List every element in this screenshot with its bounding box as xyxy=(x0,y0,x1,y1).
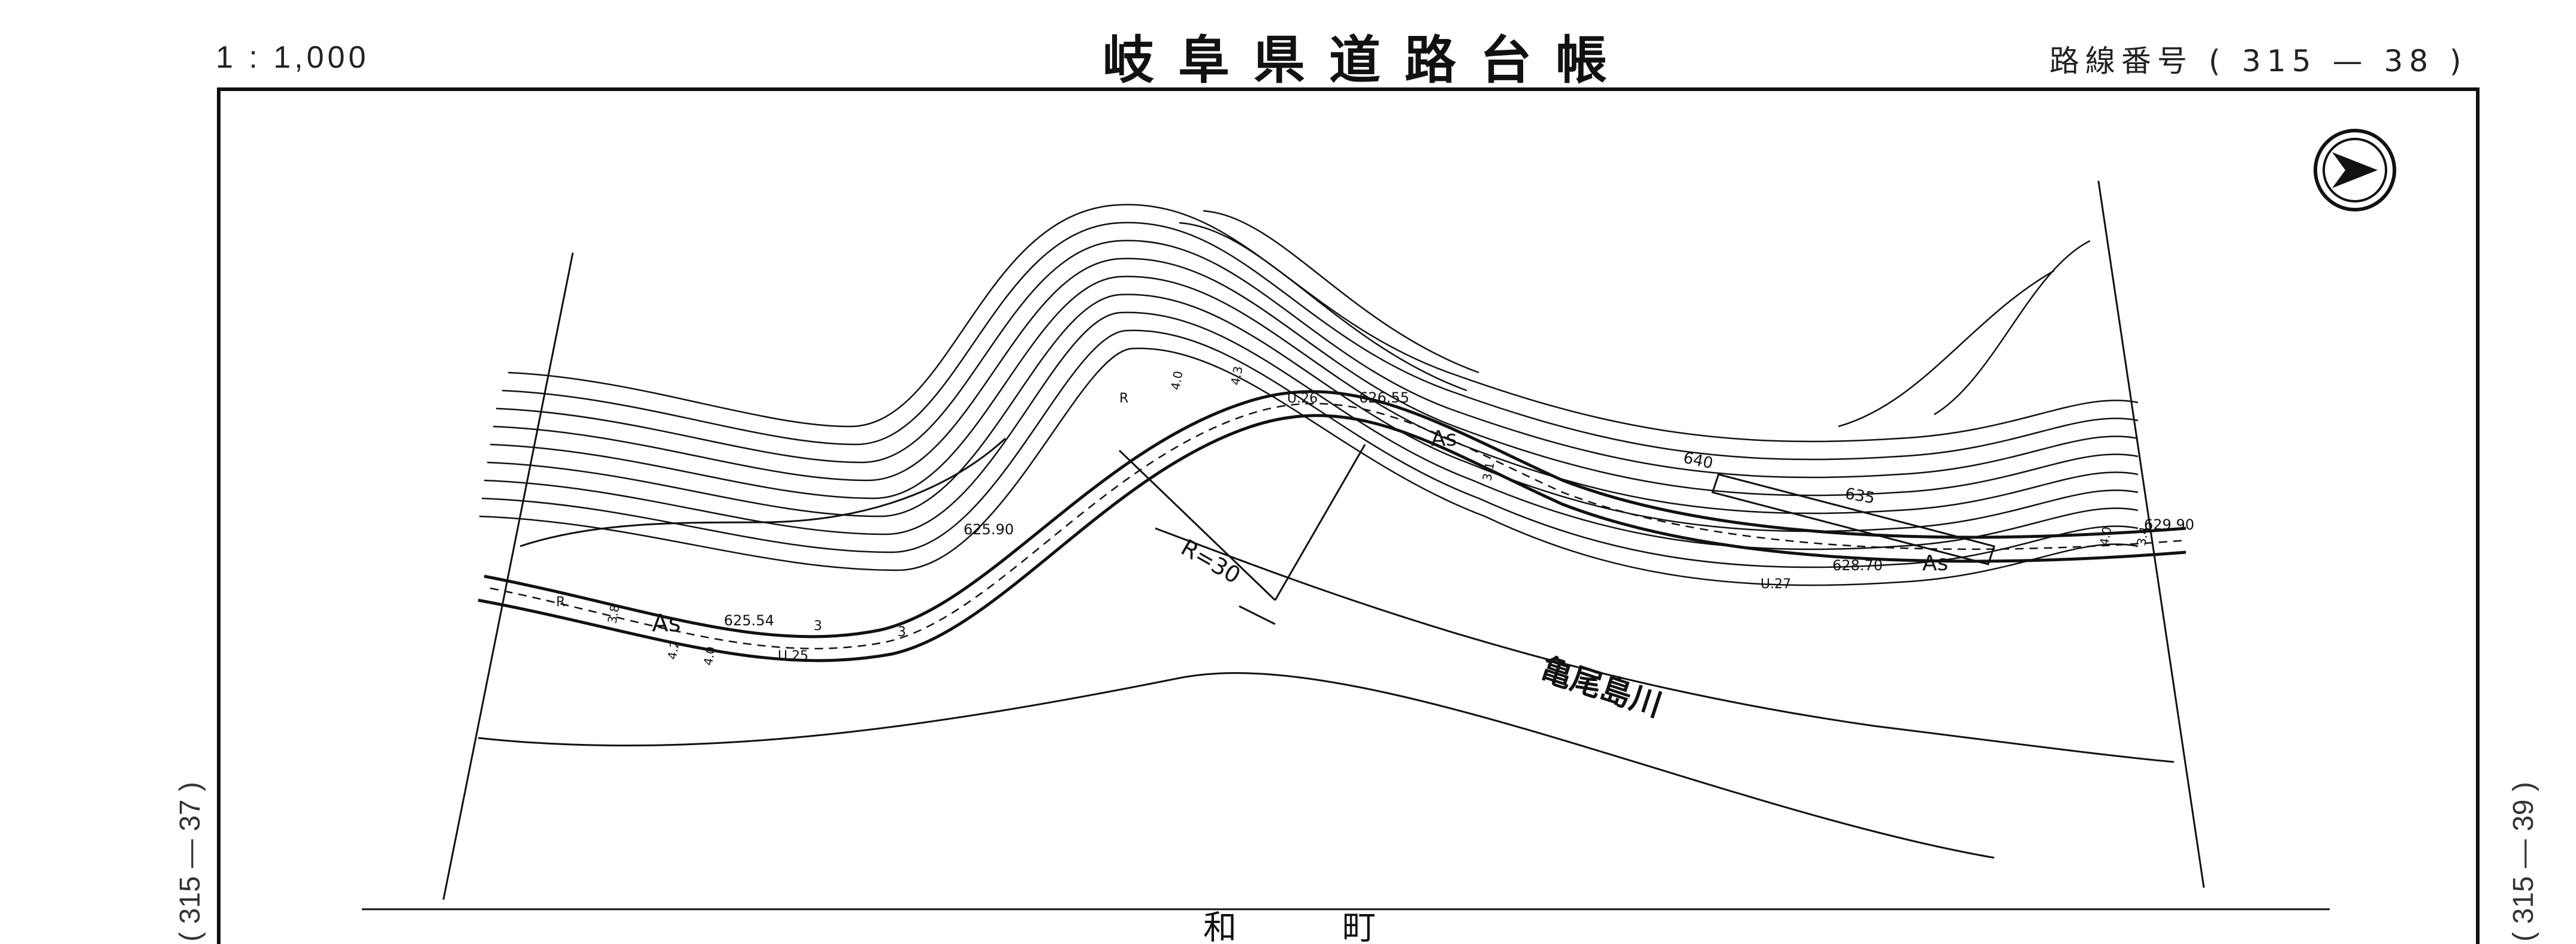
retaining-wall xyxy=(1711,473,1995,565)
width-label: 4.2 xyxy=(665,639,682,660)
culvert-label: U.25 xyxy=(778,649,808,664)
contour-lines xyxy=(479,204,2139,586)
adjacent-sheet-right: ( 315 — 39 ) xyxy=(2508,782,2539,942)
route-value: ( 315 — 38 ) xyxy=(2208,44,2468,78)
route-number: 路線番号 ( 315 — 38 ) xyxy=(2049,37,2468,80)
river-label: 亀尾島川 xyxy=(1536,651,1666,724)
width-label: 4.0 xyxy=(1168,370,1185,391)
road-map: 亀尾島川 R=30 640 635 626.55 625.90 625.54 6… xyxy=(362,129,2396,942)
elevation-label: 625.54 xyxy=(724,612,774,629)
sheet-boundaries xyxy=(362,180,2330,910)
surface-label: As xyxy=(652,610,681,637)
width-label: 3.1 xyxy=(1479,461,1497,482)
width-label: 3.8 xyxy=(605,603,622,624)
width-label: 4.0 xyxy=(700,645,718,666)
contour-label-635: 635 xyxy=(1844,485,1876,507)
map-scale: 1 : 1,000 xyxy=(216,40,370,75)
curve-radius-label: R=30 xyxy=(1177,534,1245,589)
road-mark: R xyxy=(556,595,565,610)
road xyxy=(478,390,2187,662)
elevation-label: 625.90 xyxy=(964,521,1014,538)
surface-label: As xyxy=(1922,551,1948,576)
culvert-label: U.27 xyxy=(1760,577,1791,592)
adjacent-sheet-left: ( 315 — 37 ) xyxy=(174,782,206,942)
elevation-label: 628.70 xyxy=(1832,557,1883,574)
page-title: 岐阜県道路台帳 xyxy=(1103,31,1631,90)
river xyxy=(478,527,2175,859)
header: 1 : 1,000 岐阜県道路台帳 路線番号 ( 315 — 38 ) xyxy=(0,0,2576,90)
surface-label: As xyxy=(1431,426,1457,451)
area-name: 和 町 xyxy=(1203,909,1412,942)
width-label: 4.3 xyxy=(1228,365,1245,386)
north-arrow-icon xyxy=(2314,129,2396,211)
width-label: 3.4 xyxy=(2134,525,2151,546)
curve-radius-leader xyxy=(1118,444,1366,601)
map-frame xyxy=(217,87,2480,944)
elevation-label: 629.90 xyxy=(2144,516,2194,533)
route-label: 路線番号 xyxy=(2049,44,2193,78)
culvert-label: U.26 xyxy=(1287,391,1318,406)
elevation-label: 626.55 xyxy=(1359,389,1409,406)
road-mark: 3 xyxy=(898,625,906,640)
road-mark: R xyxy=(1119,391,1128,406)
width-label: 4.0 xyxy=(2097,525,2114,546)
road-mark: 3 xyxy=(814,619,822,634)
